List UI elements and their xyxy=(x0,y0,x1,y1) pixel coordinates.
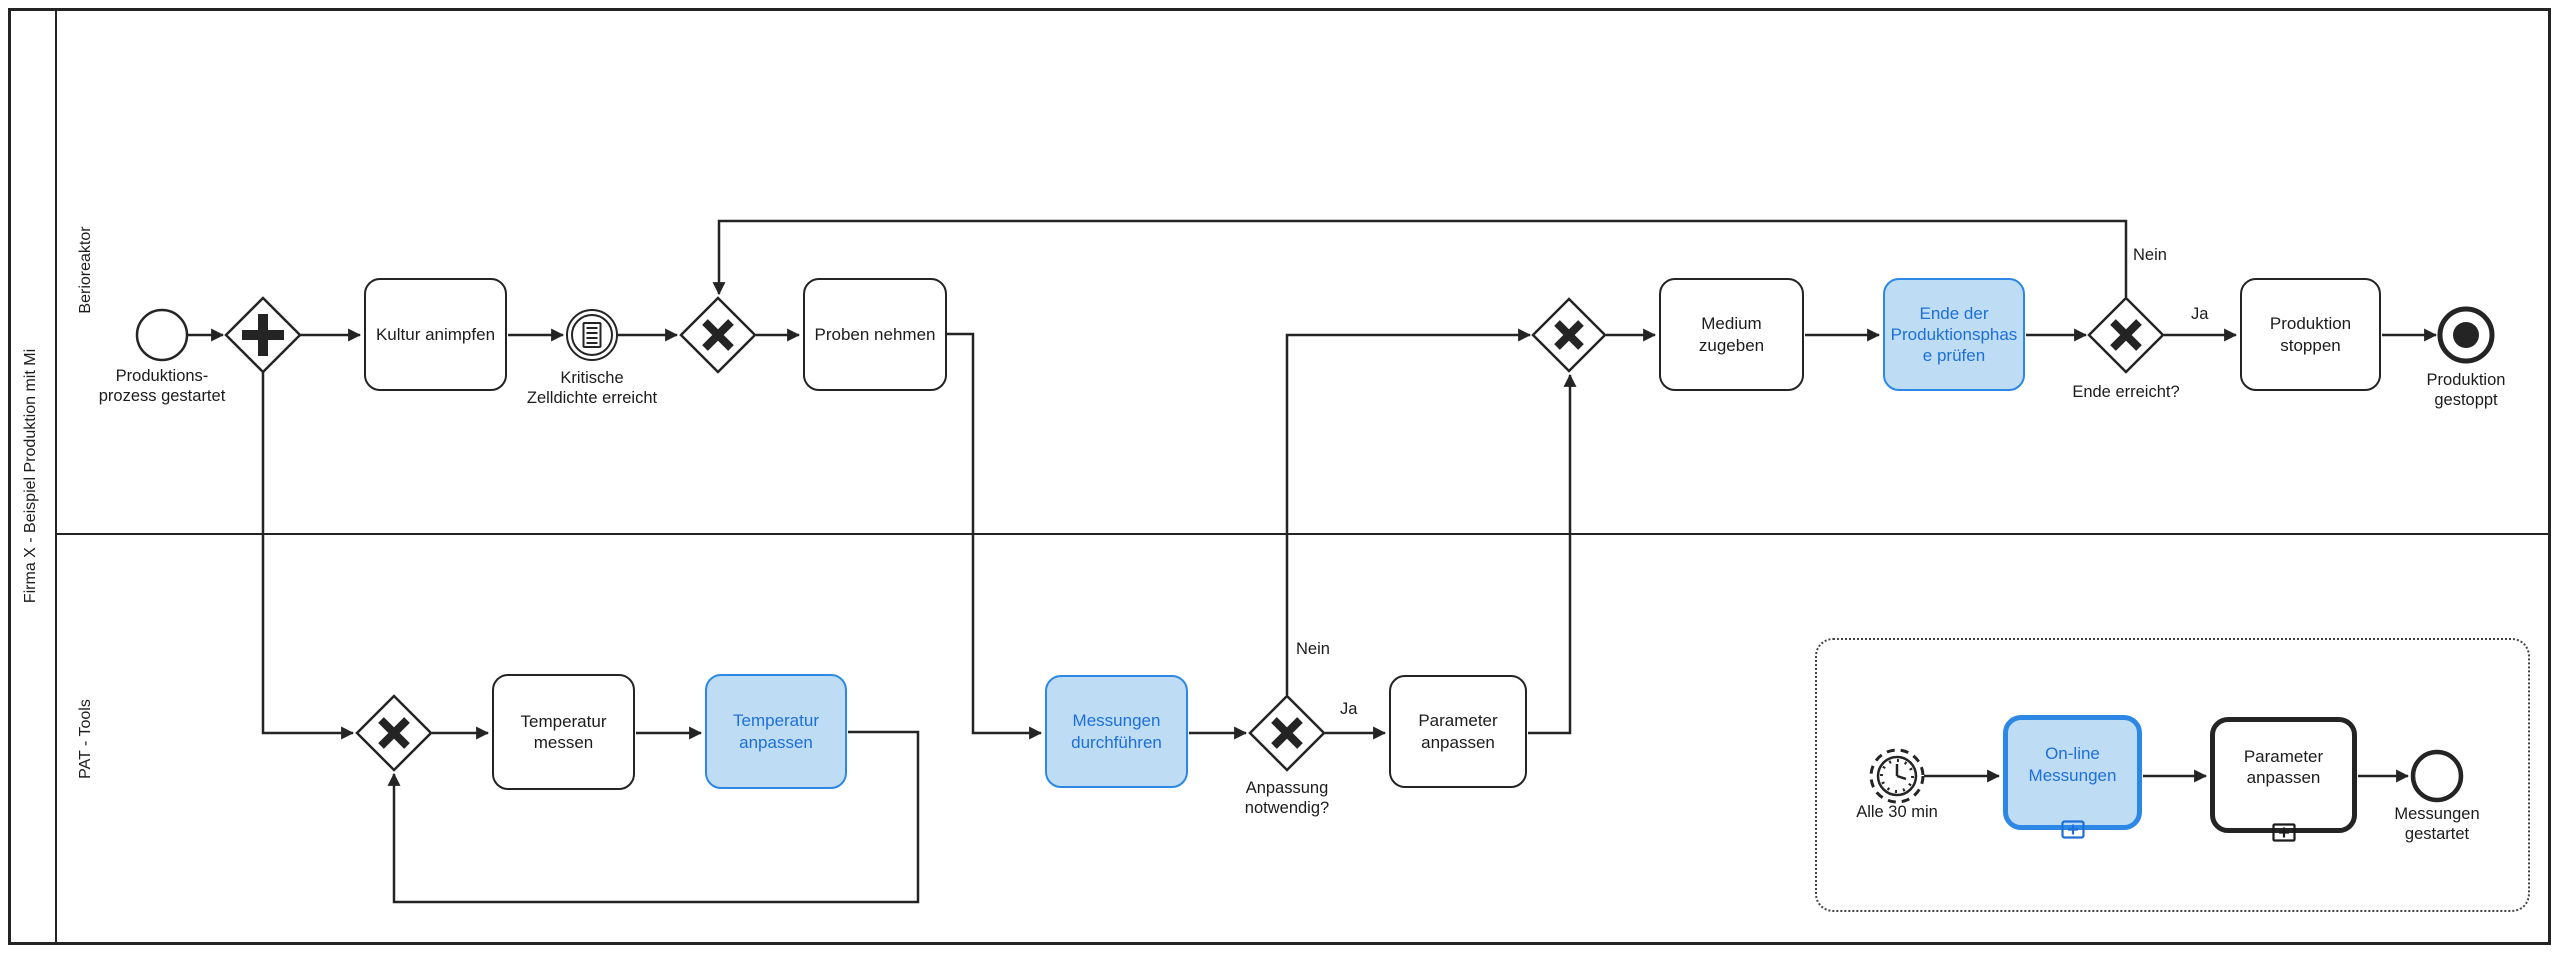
task-messungen-durchfuehren[interactable]: Messungen durchführen xyxy=(1045,675,1188,788)
task-temperatur-messen[interactable]: Temperatur messen xyxy=(492,674,635,790)
flow-temp-anpassen-loop xyxy=(387,730,920,904)
flow-nein-to-xor-mid xyxy=(1285,328,1532,695)
callactivity-parameter-label: Parameter anpassen xyxy=(2243,746,2324,787)
xor-gateway-pat-merge[interactable] xyxy=(355,694,433,772)
start-event-produktionsprozess[interactable] xyxy=(135,308,189,362)
xor-x-icon xyxy=(702,319,734,351)
label-terminate-event: Produktion gestoppt xyxy=(2426,371,2506,410)
pool-firma-x xyxy=(8,8,2551,945)
task-parameter-anpassen[interactable]: Parameter anpassen xyxy=(1389,675,1527,788)
edge-label-ja-top: Ja xyxy=(2191,305,2209,323)
subprocess-online-messungen[interactable]: On-line Messungen xyxy=(2003,715,2142,839)
task-ende-produktionsphase-pruefen[interactable]: Ende der Produktionsphas e prüfen xyxy=(1883,278,2025,391)
task-medium-zugeben[interactable]: Medium zugeben xyxy=(1659,278,1804,391)
subprocess-plus-icon xyxy=(2060,799,2085,839)
edge-label-nein-mid: Nein xyxy=(1296,640,1330,658)
xor-gateway-anpassung-notwendig[interactable] xyxy=(1248,694,1326,772)
conditional-intermediate-event[interactable] xyxy=(566,309,618,361)
timer-start-event[interactable] xyxy=(1869,748,1925,804)
lane-divider xyxy=(55,533,2551,535)
clock-icon xyxy=(1880,759,1914,793)
xor-gateway-sampling[interactable] xyxy=(679,296,757,374)
terminate-icon xyxy=(2453,322,2479,348)
xor-gateway-merge-mid[interactable] xyxy=(1531,297,1607,373)
xor-x-icon xyxy=(2110,319,2142,351)
label-start-event: Produktions- prozess gestartet xyxy=(98,367,226,406)
edge-label-nein-top: Nein xyxy=(2133,246,2167,264)
parallel-gateway[interactable] xyxy=(224,296,302,374)
subprocess-plus-icon xyxy=(2271,802,2296,842)
label-conditional-event: Kritische Zelldichte erreicht xyxy=(526,369,658,408)
xor-gateway-ende-erreicht[interactable] xyxy=(2087,296,2165,374)
label-timer-event: Alle 30 min xyxy=(1856,803,1938,821)
subprocess-online-label: On-line Messungen xyxy=(2028,744,2117,785)
end-event-messungen-gestartet[interactable] xyxy=(2410,749,2464,803)
xor-x-icon xyxy=(378,717,410,749)
task-produktion-stoppen[interactable]: Produktion stoppen xyxy=(2240,278,2381,391)
xor-x-icon xyxy=(1271,717,1303,749)
xor-x-icon xyxy=(1554,320,1584,350)
callactivity-parameter-anpassen[interactable]: Parameter anpassen xyxy=(2210,717,2357,842)
terminate-end-event[interactable] xyxy=(2437,306,2495,364)
event-subprocess-group xyxy=(1815,638,2530,912)
flow-parallel-to-xor-pat xyxy=(261,372,355,740)
pool-label-divider xyxy=(55,8,57,945)
label-end-messungen-gestartet: Messungen gestartet xyxy=(2394,805,2480,844)
flow-nein-loopback-top xyxy=(712,219,2128,297)
task-proben-nehmen[interactable]: Proben nehmen xyxy=(803,278,947,391)
label-gateway-anpassung-notwendig: Anpassung notwendig? xyxy=(1244,779,1330,818)
edge-label-ja-mid: Ja xyxy=(1340,700,1358,718)
flow-parameter-to-xor-mid xyxy=(1528,373,1577,735)
task-kultur-animpfen[interactable]: Kultur animpfen xyxy=(364,278,507,391)
conditional-document-icon xyxy=(582,322,602,348)
parallel-plus-icon xyxy=(242,314,284,356)
flow-proben-to-messungen xyxy=(946,332,1043,740)
label-gateway-ende-erreicht: Ende erreicht? xyxy=(2072,383,2180,401)
task-temperatur-anpassen[interactable]: Temperatur anpassen xyxy=(705,674,847,789)
